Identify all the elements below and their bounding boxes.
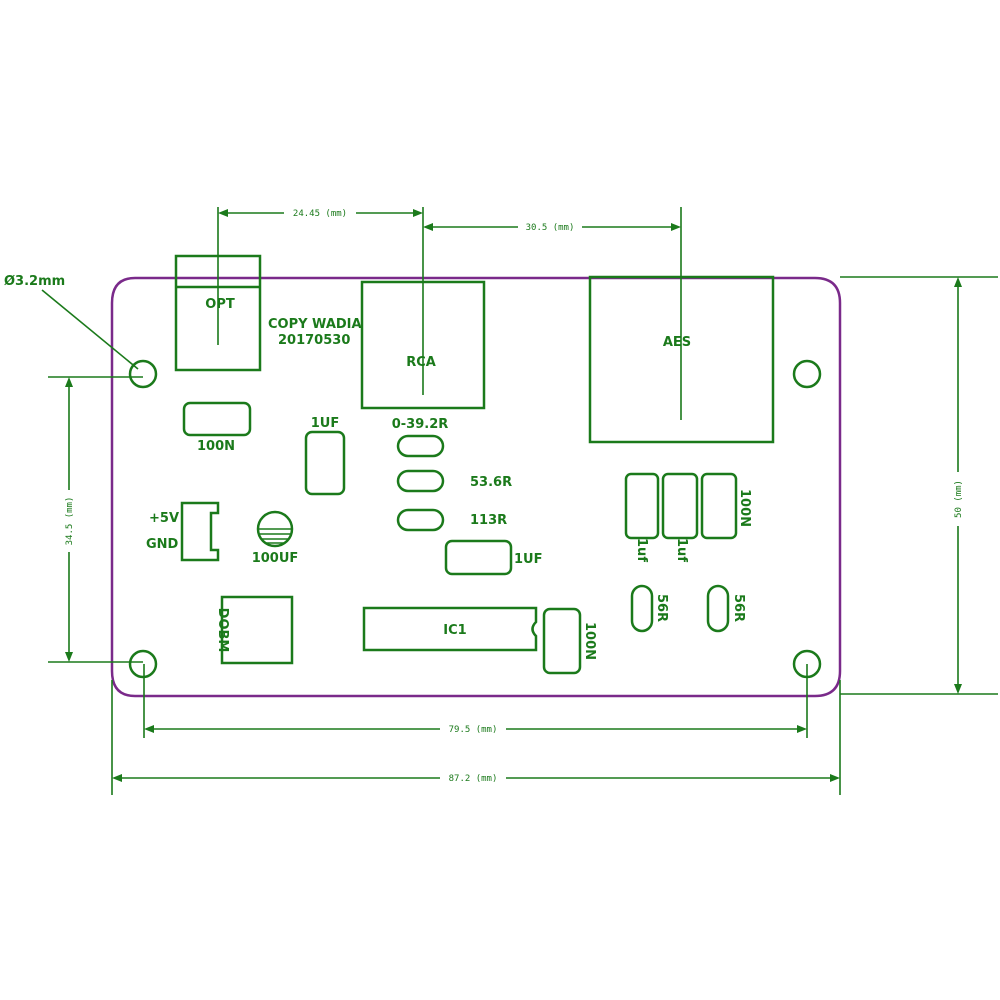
dim-arrow-rca-aes-left bbox=[423, 223, 433, 231]
board-title: COPY WADIA bbox=[268, 317, 362, 332]
cap-1uf-b bbox=[661, 472, 699, 540]
power-header bbox=[180, 501, 220, 562]
dim-board-height-text: 50 (mm) bbox=[954, 480, 964, 518]
cap-1uf-a-label: 1uf bbox=[634, 538, 649, 562]
res-113r-label: 113R bbox=[470, 513, 507, 528]
power-gnd-label: GND bbox=[146, 537, 179, 552]
dobm-module bbox=[220, 595, 294, 665]
dim-hole-horizontal-text: 79.5 (mm) bbox=[449, 725, 498, 735]
res-53-6r bbox=[396, 469, 445, 493]
cap-100n-ic bbox=[542, 607, 582, 675]
dim-arrow-hole-vertical-top bbox=[65, 377, 73, 387]
dim-bg-board-width bbox=[440, 771, 506, 784]
dim-arrow-hole-vertical-bottom bbox=[65, 652, 73, 662]
cap-1uf-mid-label: 1UF bbox=[514, 552, 542, 567]
board-date: 20170530 bbox=[278, 333, 350, 348]
cap-1uf-b-label: 1uf bbox=[674, 538, 689, 562]
opt-label: OPT bbox=[205, 297, 235, 312]
cap-1uf-left-label: 1UF bbox=[311, 416, 339, 431]
res-56r-b-label: 56R bbox=[731, 594, 746, 622]
rca-label: RCA bbox=[406, 355, 436, 370]
power-5v-label: +5V bbox=[149, 511, 179, 526]
cap-100n-right bbox=[700, 472, 738, 540]
dim-bg-board-height bbox=[951, 472, 965, 526]
mount-hole-bottom-left bbox=[128, 649, 158, 679]
dim-opt-rca-text: 24.45 (mm) bbox=[293, 209, 347, 219]
dim-rca-aes-text: 30.5 (mm) bbox=[526, 223, 575, 233]
dobm-label: DOBM bbox=[215, 608, 230, 653]
dim-arrow-board-height-top bbox=[954, 277, 962, 287]
dim-arrow-rca-aes-right bbox=[671, 223, 681, 231]
ic1-chip bbox=[362, 606, 538, 652]
cap-100n-top bbox=[182, 401, 252, 437]
dim-arrow-hole-horizontal-right bbox=[797, 725, 807, 733]
res-113r bbox=[396, 508, 445, 532]
mount-hole-top-right bbox=[792, 359, 822, 389]
dim-arrow-board-width-left bbox=[112, 774, 122, 782]
aes-label: AES bbox=[663, 335, 691, 350]
dim-arrow-opt-rca-left bbox=[218, 209, 228, 217]
ic1-label: IC1 bbox=[443, 623, 466, 638]
cap-100n-top-label: 100N bbox=[197, 439, 235, 454]
res-0-39-2r bbox=[396, 434, 445, 458]
dim-arrow-board-width-right bbox=[830, 774, 840, 782]
dim-arrow-hole-horizontal-left bbox=[144, 725, 154, 733]
mount-hole-top-left bbox=[128, 359, 158, 389]
cap-1uf-left bbox=[304, 430, 346, 496]
res-56r-a-label: 56R bbox=[654, 594, 669, 622]
dim-bg-hole-horizontal bbox=[440, 722, 506, 735]
dim-bg-opt-rca bbox=[284, 206, 356, 219]
cap-100uf bbox=[256, 510, 294, 548]
dim-bg-rca-aes bbox=[518, 220, 582, 233]
cap-1uf-mid bbox=[444, 539, 513, 576]
cap-100uf-label: 100UF bbox=[252, 551, 299, 566]
cap-1uf-a bbox=[624, 472, 660, 540]
dim-bg-hole-vertical bbox=[62, 490, 76, 552]
cap-100n-right-label: 100N bbox=[737, 489, 752, 527]
res-53-6r-label: 53.6R bbox=[470, 475, 512, 490]
dim-arrow-board-height-bottom bbox=[954, 684, 962, 694]
res-56r-a bbox=[630, 584, 654, 633]
hole-diameter-label: Ø3.2mm bbox=[4, 274, 65, 289]
dim-hole-vertical-text: 34.5 (mm) bbox=[65, 497, 75, 546]
board-outline bbox=[110, 276, 842, 698]
cap-100n-ic-label: 100N bbox=[582, 622, 597, 660]
res-0-39-2r-label: 0-39.2R bbox=[392, 417, 449, 432]
dim-board-width-text: 87.2 (mm) bbox=[449, 774, 498, 784]
dim-arrow-opt-rca-right bbox=[413, 209, 423, 217]
hole-leader bbox=[41, 289, 139, 370]
res-56r-b bbox=[706, 584, 730, 633]
